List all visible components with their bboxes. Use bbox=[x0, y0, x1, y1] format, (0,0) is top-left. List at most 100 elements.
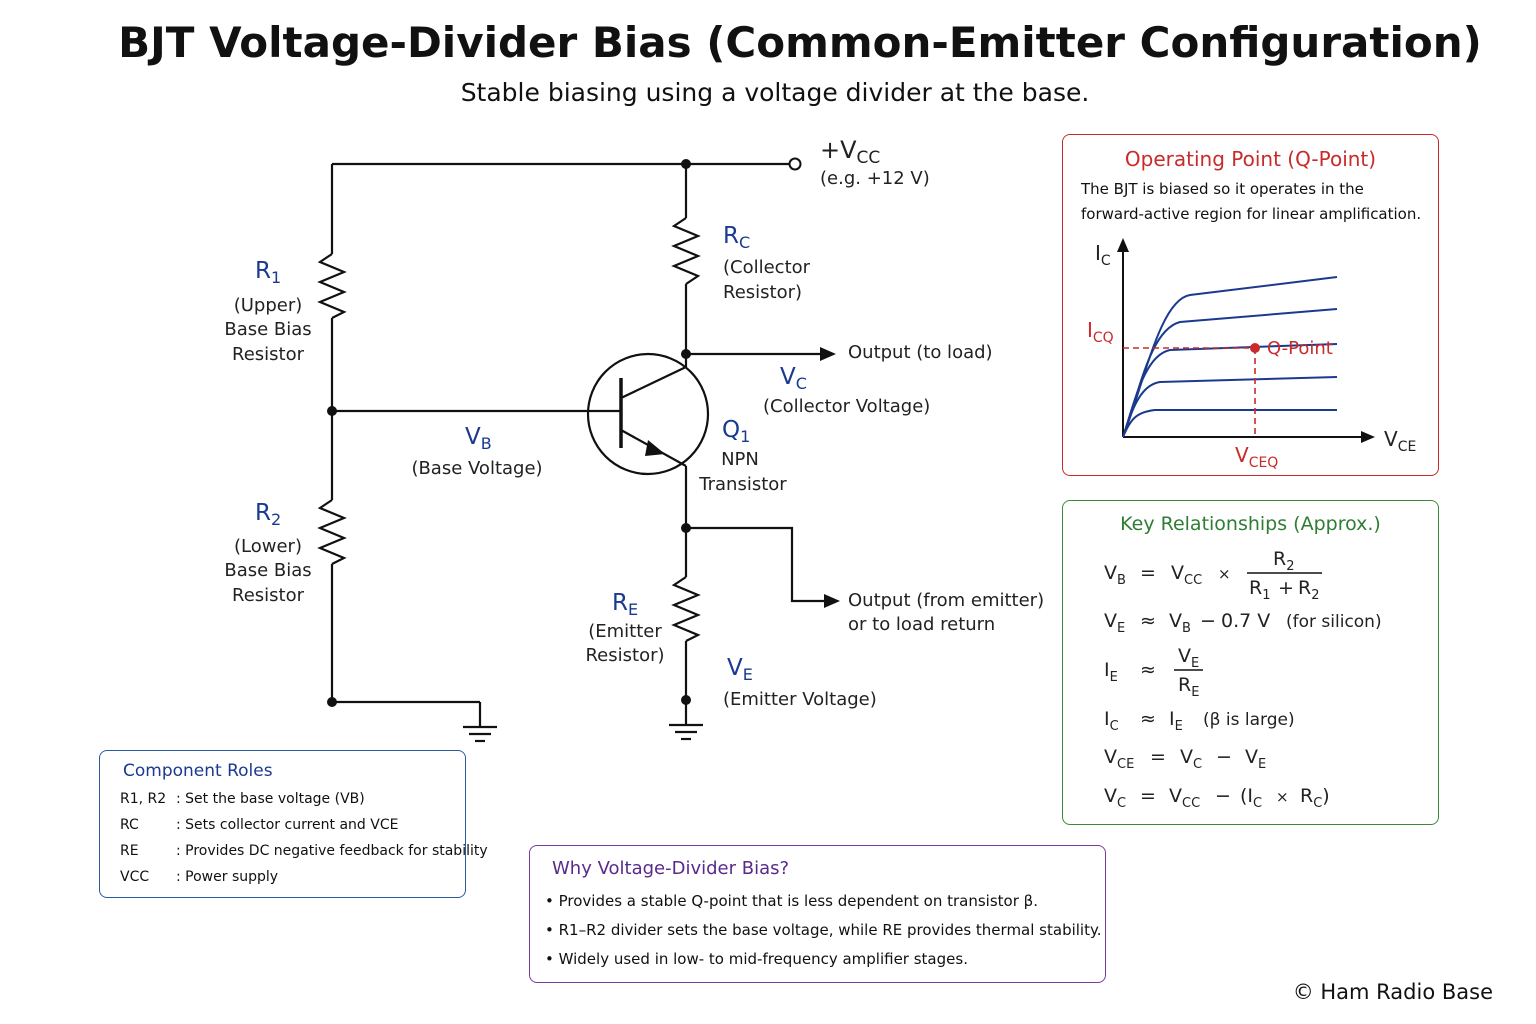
q1-desc-1: NPN bbox=[721, 449, 759, 470]
svg-text:VCC: VCC bbox=[1169, 785, 1200, 811]
equation-vb: VB = VCC × R2 R1 + R2 bbox=[1104, 548, 1322, 603]
emitter-arrow bbox=[645, 440, 665, 456]
qpoint-desc-2: forward-active region for linear amplifi… bbox=[1081, 205, 1422, 223]
svg-text:VB: VB bbox=[1169, 610, 1191, 636]
rc-desc-1: (Collector bbox=[723, 257, 811, 278]
page-subtitle: Stable biasing using a voltage divider a… bbox=[460, 78, 1090, 107]
svg-text:≈: ≈ bbox=[1140, 659, 1156, 681]
svg-text:×: × bbox=[1276, 788, 1289, 806]
equation-vce: VCE = VC − VE bbox=[1104, 746, 1266, 772]
why-panel-title: Why Voltage-Divider Bias? bbox=[552, 858, 790, 879]
vcc-terminal bbox=[788, 157, 802, 171]
svg-text:IE: IE bbox=[1169, 708, 1183, 734]
svg-text:VC: VC bbox=[1104, 785, 1126, 811]
ic-axis-label: IC bbox=[1095, 241, 1111, 269]
x-axis-arrow-icon bbox=[1361, 431, 1375, 443]
rc-desc-2: Resistor) bbox=[723, 282, 802, 303]
vcc-note: (e.g. +12 V) bbox=[820, 168, 930, 189]
equation-vc: VC = VCC − (IC × RC) bbox=[1104, 785, 1330, 811]
r1-label: R1 bbox=[255, 258, 281, 287]
svg-text:R1: R1 bbox=[1249, 577, 1270, 603]
vcc-label: +VCC bbox=[820, 136, 880, 168]
r2-resistor bbox=[317, 499, 347, 565]
svg-text:=: = bbox=[1140, 785, 1156, 807]
svg-text:RC): RC) bbox=[1300, 785, 1330, 811]
ve-note: (Emitter Voltage) bbox=[723, 689, 877, 710]
vc-label: VC bbox=[780, 364, 807, 393]
r1-desc-3: Resistor bbox=[232, 344, 305, 365]
key-panel-title: Key Relationships (Approx.) bbox=[1120, 513, 1381, 535]
y-axis-arrow-icon bbox=[1117, 238, 1129, 252]
why-panel: Why Voltage-Divider Bias? bbox=[529, 845, 1106, 983]
r1-resistor bbox=[317, 253, 347, 319]
r2-desc-1: (Lower) bbox=[234, 536, 302, 557]
svg-text:≈: ≈ bbox=[1140, 610, 1156, 632]
vc-note: (Collector Voltage) bbox=[763, 396, 930, 417]
junction-dots bbox=[327, 159, 691, 707]
role-row-rc: RC: Sets collector current and VCE bbox=[120, 817, 399, 833]
why-bullet-1: • Provides a stable Q-point that is less… bbox=[545, 892, 1039, 910]
output-emitter-label-1: Output (from emitter) bbox=[848, 590, 1044, 611]
svg-text:VCE: VCE bbox=[1104, 746, 1134, 772]
r1-desc-2: Base Bias bbox=[224, 319, 311, 340]
svg-text:VE: VE bbox=[1178, 645, 1199, 671]
svg-text:IE: IE bbox=[1104, 659, 1118, 685]
vceq-label: VCEQ bbox=[1235, 443, 1278, 471]
page-title: BJT Voltage-Divider Bias (Common-Emitter… bbox=[118, 18, 1482, 67]
role-row-re: RE: Provides DC negative feedback for st… bbox=[120, 843, 488, 859]
re-desc-2: Resistor) bbox=[585, 645, 664, 666]
svg-text:VB: VB bbox=[1104, 562, 1126, 588]
svg-text:=: = bbox=[1150, 746, 1166, 768]
qpoint-dot bbox=[1250, 343, 1260, 353]
component-roles-panel: Component Roles bbox=[99, 750, 466, 898]
equation-ic: IC ≈ IE (β is large) bbox=[1104, 708, 1295, 734]
copyright-text: © Ham Radio Base bbox=[1292, 980, 1493, 1004]
svg-text:≈: ≈ bbox=[1140, 708, 1156, 730]
re-label: RE bbox=[612, 590, 638, 619]
svg-text:−: − bbox=[1200, 610, 1216, 632]
why-bullet-2: • R1–R2 divider sets the base voltage, w… bbox=[545, 921, 1102, 939]
output-emitter-arrow-icon bbox=[824, 594, 840, 608]
rc-resistor bbox=[671, 217, 701, 285]
role-row-vcc: VCC: Power supply bbox=[120, 869, 279, 885]
why-bullet-3: • Widely used in low- to mid-frequency a… bbox=[545, 950, 968, 968]
re-resistor bbox=[671, 576, 701, 642]
qpoint-panel: Operating Point (Q-Point) The BJT is bia… bbox=[1062, 134, 1439, 476]
role-row-r1r2: R1, R2: Set the base voltage (VB) bbox=[120, 791, 365, 807]
r2-desc-2: Base Bias bbox=[224, 560, 311, 581]
svg-text:(for silicon): (for silicon) bbox=[1286, 612, 1382, 632]
vce-axis-label: VCE bbox=[1384, 427, 1416, 455]
r2-label: R2 bbox=[255, 500, 281, 529]
q1-desc-2: Transistor bbox=[698, 474, 787, 495]
svg-text:VC: VC bbox=[1180, 746, 1202, 772]
r2-desc-3: Resistor bbox=[232, 585, 305, 606]
svg-text:0.7 V: 0.7 V bbox=[1221, 610, 1270, 632]
qpoint-panel-title: Operating Point (Q-Point) bbox=[1124, 147, 1377, 171]
qpoint-graph: IC VCE ICQ VCEQ Q-Point bbox=[1087, 238, 1416, 471]
svg-text:R2: R2 bbox=[1273, 548, 1294, 574]
svg-text:IC: IC bbox=[1104, 708, 1119, 734]
circuit-wires bbox=[317, 162, 826, 743]
roles-panel-title: Component Roles bbox=[123, 761, 273, 781]
svg-text:(IC: (IC bbox=[1240, 785, 1262, 811]
key-relationships-panel: Key Relationships (Approx.) bbox=[1062, 500, 1439, 825]
rc-label: RC bbox=[723, 223, 750, 252]
output-emitter-label-2: or to load return bbox=[848, 614, 995, 635]
q1-label: Q1 bbox=[722, 417, 750, 446]
re-desc-1: (Emitter bbox=[588, 621, 662, 642]
ve-label: VE bbox=[727, 655, 753, 684]
key-equations: VB = VCC × R2 R1 + R2 VE ≈ VB − 0.7 V (f… bbox=[1104, 548, 1382, 811]
svg-text:=: = bbox=[1140, 562, 1156, 584]
svg-text:VCC: VCC bbox=[1171, 562, 1202, 588]
icq-label: ICQ bbox=[1087, 318, 1114, 346]
characteristic-curves bbox=[1122, 276, 1338, 438]
svg-text:VE: VE bbox=[1104, 610, 1125, 636]
svg-text:−: − bbox=[1215, 785, 1231, 807]
svg-text:(β is large): (β is large) bbox=[1203, 710, 1295, 730]
output-arrow-icon bbox=[820, 347, 836, 361]
vb-label: VB bbox=[465, 424, 492, 453]
equation-ie: IE ≈ VE RE bbox=[1104, 645, 1203, 700]
svg-text:×: × bbox=[1218, 565, 1231, 583]
r1-desc-1: (Upper) bbox=[234, 295, 303, 316]
